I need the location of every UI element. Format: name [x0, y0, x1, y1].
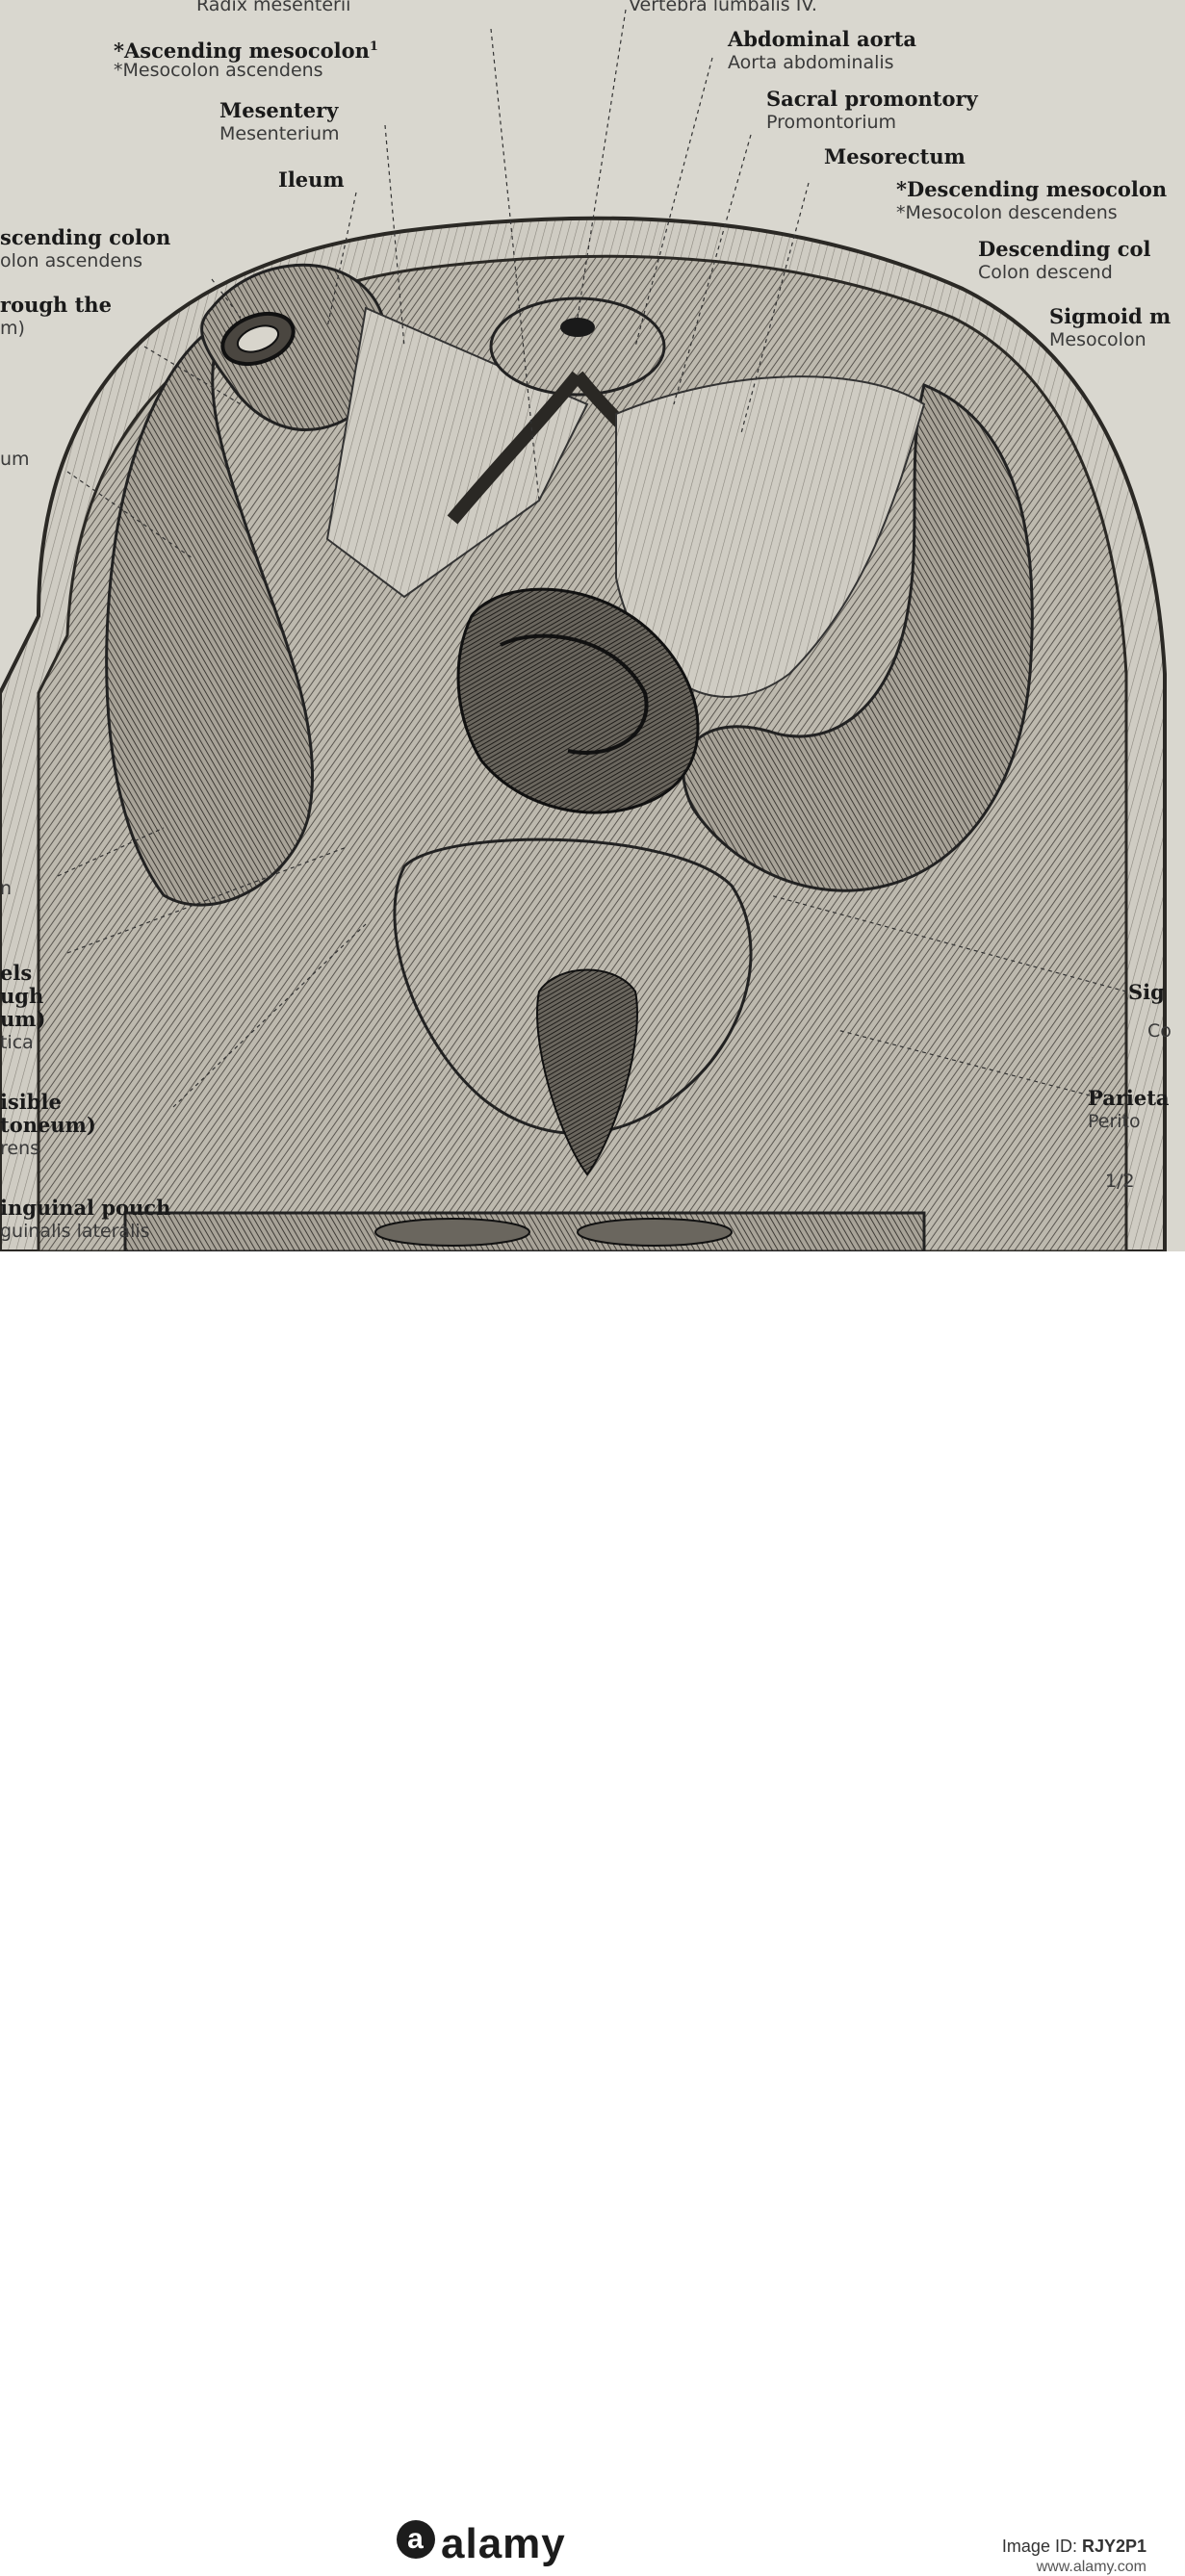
label-ascending-mesocolon: *Ascending mesocolon1	[114, 39, 378, 63]
alamy-a-icon: a	[397, 2520, 435, 2559]
label-mesocolon-ascendens: *Mesocolon ascendens	[114, 60, 323, 81]
label-colon-sigmoid: Co	[1147, 1020, 1172, 1042]
label-tica: tica	[0, 1032, 34, 1053]
label-abdominal-aorta: Abdominal aorta	[728, 27, 917, 51]
label-descending-colon: Descending col	[978, 237, 1151, 261]
descending-colon	[682, 382, 1034, 892]
label-mesocolon-descendens: *Mesocolon descendens	[896, 202, 1118, 223]
anatomical-plate: Radix mesenterii Vertebra lumbalis IV. *…	[0, 0, 1185, 1251]
label-ileum: Ileum	[278, 167, 345, 192]
label-inguinal-pouch: inguinal pouch	[0, 1196, 171, 1220]
label-rens: rens	[0, 1138, 40, 1159]
image-id: Image ID: RJY2P1	[1001, 2537, 1146, 2556]
rectum	[536, 968, 638, 1176]
label-toneum: toneum)	[0, 1113, 96, 1137]
label-peritoneum: Perito	[1088, 1111, 1141, 1132]
label-um2: um)	[0, 1007, 46, 1031]
label-vertebra-lumbalis: Vertebra lumbalis IV.	[629, 0, 817, 15]
label-scale-half: 1/2	[1105, 1171, 1135, 1192]
label-sacral-promontory: Sacral promontory	[766, 87, 978, 111]
lumbar-vertebra	[489, 296, 666, 397]
label-radix-mesenterii: Radix mesenterii	[196, 0, 351, 15]
label-parietal: Parieta	[1088, 1086, 1170, 1110]
label-through-m: m)	[0, 318, 25, 339]
label-sigmoid-mesocolon: Sigmoid m	[1049, 304, 1172, 328]
label-promontorium: Promontorium	[766, 112, 897, 133]
pelvic-loops	[456, 587, 700, 814]
label-fossa-inguinalis: guinalis lateralis	[0, 1221, 150, 1242]
label-colon-descendens: Colon descend	[978, 262, 1113, 283]
label-ugh: ugh	[0, 984, 44, 1008]
label-els: els	[0, 961, 33, 985]
label-mesorectum: Mesorectum	[824, 144, 966, 168]
label-sigmoid: Sig	[1128, 980, 1165, 1004]
stock-url[interactable]: www.alamy.com	[1036, 2559, 1146, 2575]
abdominal-cavity-illustration	[0, 9, 1167, 1251]
label-aorta-abdominalis: Aorta abdominalis	[728, 52, 894, 73]
label-um: um	[0, 449, 30, 470]
label-isible: isible	[0, 1090, 62, 1114]
label-through-the: rough the	[0, 293, 112, 317]
label-ascending-colon: scending colon	[0, 225, 171, 249]
leader-lines	[57, 9, 1127, 1108]
label-n: n	[0, 878, 13, 899]
label-mesenterium: Mesenterium	[219, 123, 340, 144]
label-colon-ascendens: olon ascendens	[0, 250, 143, 271]
label-mesocolon-sigmoideum: Mesocolon	[1049, 329, 1146, 350]
label-descending-mesocolon: *Descending mesocolon	[896, 177, 1168, 201]
label-mesentery: Mesentery	[219, 98, 339, 122]
